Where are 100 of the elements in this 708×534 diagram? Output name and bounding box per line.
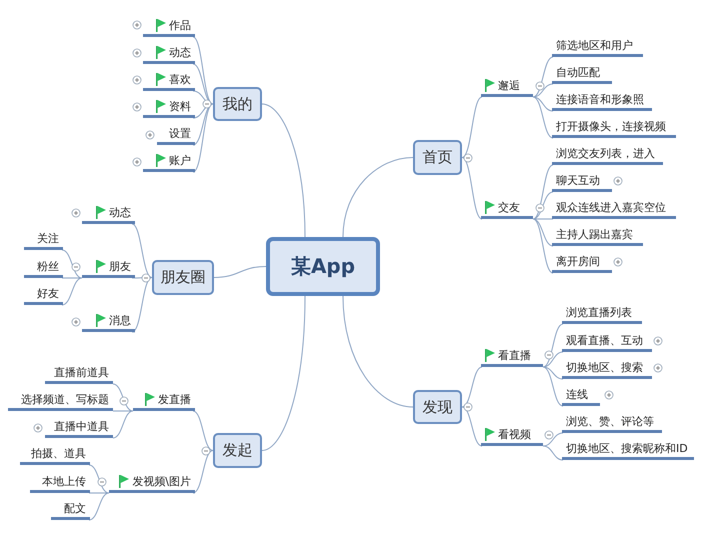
topic-text: 看视频 <box>498 428 531 441</box>
topic-text: 消息 <box>109 314 131 327</box>
branch-line <box>112 384 134 412</box>
topic-underline <box>562 332 652 352</box>
topic-text: 配文 <box>64 502 86 515</box>
topic-text: 浏览、赞、评论等 <box>566 415 654 428</box>
topic-underline <box>143 152 195 172</box>
topic-underline <box>562 440 694 460</box>
topic-underline <box>143 71 195 91</box>
topic-underline <box>143 98 195 118</box>
branch-line <box>112 410 134 412</box>
topic-text: 主持人踢出嘉宾 <box>556 228 633 241</box>
topic-underline <box>481 199 533 219</box>
topic-text: 筛选地区和用户 <box>556 39 633 52</box>
branch-line <box>532 192 554 220</box>
topic-underline <box>30 473 90 493</box>
branch-line <box>192 410 214 451</box>
topic-underline <box>481 426 543 446</box>
topic-underline <box>45 418 113 438</box>
topic-text: 作品 <box>169 19 191 32</box>
topic-underline <box>109 473 195 493</box>
topic-underline <box>562 413 662 433</box>
topic-underline <box>82 312 135 332</box>
topic-text: 本地上传 <box>42 475 86 488</box>
topic-underline <box>562 386 600 406</box>
topic-text: 连线 <box>566 388 588 401</box>
branch-line <box>542 366 564 406</box>
topic-text: 设置 <box>169 127 191 140</box>
branch-line <box>532 164 554 220</box>
branch-line <box>88 492 110 520</box>
topic-underline <box>82 258 135 278</box>
topic-underline <box>157 125 195 145</box>
branch-line <box>542 324 564 368</box>
topic-underline <box>562 304 642 324</box>
branch-line <box>462 406 482 446</box>
branch-line <box>532 96 554 138</box>
branch-line <box>88 492 110 494</box>
topic-text: 交友 <box>498 201 520 214</box>
branch-line <box>192 450 214 494</box>
topic-text: 切换地区、搜索 <box>566 361 643 374</box>
topic-underline <box>82 204 135 224</box>
branch-line <box>62 278 82 306</box>
topic-text: 观众连线进入嘉宾空位 <box>556 201 666 214</box>
branch-line <box>262 296 306 451</box>
topic-text: 好友 <box>37 287 59 300</box>
topic-underline <box>552 64 612 84</box>
topic-text: 看直播 <box>498 349 531 362</box>
topic-box: 朋友圈 <box>152 260 214 295</box>
topic-underline <box>24 258 63 278</box>
topic-box: 我的 <box>213 87 262 121</box>
topic-text: 朋友 <box>109 260 131 273</box>
branch-line <box>192 104 214 118</box>
topic-text: 动态 <box>169 46 191 59</box>
topic-text: 选择频道、写标题 <box>21 393 109 406</box>
branch-line <box>342 157 414 238</box>
branch-line <box>262 104 306 238</box>
topic-box: 发现 <box>413 390 462 424</box>
branch-line <box>192 104 214 172</box>
topic-underline <box>24 285 63 305</box>
topic-text: 观看直播、互动 <box>566 334 643 347</box>
branch-line <box>62 250 82 278</box>
branch-line <box>192 36 214 104</box>
topic-text: 浏览直播列表 <box>566 306 632 319</box>
topic-underline <box>133 391 195 411</box>
branch-line <box>532 84 554 98</box>
topic-underline <box>481 347 543 367</box>
branch-line <box>532 218 554 246</box>
branch-line <box>342 296 414 408</box>
topic-text: 资料 <box>169 100 191 113</box>
topic-underline <box>45 364 113 384</box>
topic-underline <box>51 500 90 520</box>
topic-underline <box>552 37 643 57</box>
branch-line <box>462 366 482 408</box>
topic-text: 切换地区、搜索昵称和ID <box>566 442 688 455</box>
topic-text: 打开摄像头，连接视频 <box>556 120 666 133</box>
topic-text: 粉丝 <box>37 260 59 273</box>
topic-text: 拍摄、道具 <box>31 447 86 460</box>
topic-text: 邂逅 <box>498 79 520 92</box>
topic-underline <box>20 445 90 465</box>
central-topic-box: 某App <box>266 237 380 296</box>
topic-text: 聊天互动 <box>556 174 600 187</box>
topic-text: 账户 <box>169 154 191 167</box>
branch-line <box>532 218 554 220</box>
topic-box: 首页 <box>413 140 462 175</box>
topic-text: 自动匹配 <box>556 66 600 79</box>
topic-underline <box>552 91 652 111</box>
branch-line <box>532 56 554 98</box>
branch-line <box>542 352 564 368</box>
topic-text: 关注 <box>37 232 59 245</box>
topic-underline <box>8 391 113 411</box>
topic-underline <box>552 145 663 165</box>
topic-box: 发起 <box>213 433 262 468</box>
branch-line <box>532 218 554 274</box>
topic-text: 动态 <box>109 206 131 219</box>
topic-underline <box>552 172 612 192</box>
topic-underline <box>552 199 676 219</box>
branch-line <box>532 96 554 112</box>
topic-underline <box>552 253 612 273</box>
topic-text: 直播前道具 <box>54 366 109 379</box>
topic-underline <box>552 118 676 138</box>
